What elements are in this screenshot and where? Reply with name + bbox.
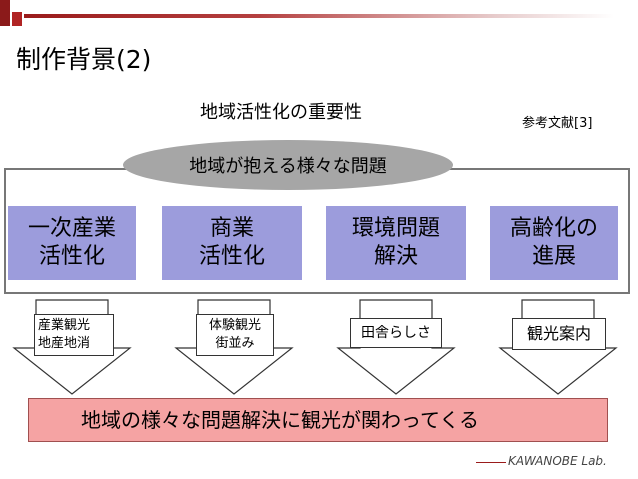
tourism-item-guide: 観光案内 bbox=[512, 318, 606, 350]
problem-line2: 進展 bbox=[531, 244, 576, 269]
problem-line1: 一次産業 bbox=[27, 216, 116, 241]
problem-box-commerce: 商業 活性化 bbox=[162, 206, 302, 280]
tourism-line1: 産業観光 bbox=[38, 318, 91, 333]
problem-line2: 活性化 bbox=[38, 244, 105, 269]
footer-lab-name: KAWANOBE Lab. bbox=[508, 454, 607, 468]
problems-header: 地域が抱える様々な問題 bbox=[189, 156, 387, 177]
header-accent-block bbox=[0, 0, 10, 26]
header-accent-block-small bbox=[12, 12, 22, 26]
reference-note: 参考文献[3] bbox=[522, 116, 593, 131]
problem-line1: 商業 bbox=[209, 216, 254, 241]
tourism-line1: 田舎らしさ bbox=[361, 325, 431, 341]
tourism-line2: 地産地消 bbox=[38, 336, 91, 351]
problem-box-environment: 環境問題 解決 bbox=[326, 206, 466, 280]
problem-line1: 高齢化の bbox=[509, 216, 598, 241]
tourism-item-rural: 田舎らしさ bbox=[350, 318, 442, 348]
problem-line1: 環境問題 bbox=[351, 216, 440, 241]
tourism-line2: 街並み bbox=[215, 336, 255, 351]
tourism-line1: 観光案内 bbox=[526, 324, 591, 343]
conclusion-banner: 地域の様々な問題解決に観光が関わってくる bbox=[28, 398, 608, 442]
problem-line2: 活性化 bbox=[198, 244, 265, 269]
problem-line2: 解決 bbox=[373, 244, 418, 269]
tourism-item-industry: 産業観光 地産地消 bbox=[34, 314, 114, 356]
slide-subtitle: 地域活性化の重要性 bbox=[200, 102, 362, 123]
problems-ellipse bbox=[123, 140, 453, 190]
problem-box-primary-industry: 一次産業 活性化 bbox=[8, 206, 136, 280]
tourism-line1: 体験観光 bbox=[208, 318, 261, 333]
problem-box-aging: 高齢化の 進展 bbox=[490, 206, 618, 280]
slide-title: 制作背景(2) bbox=[16, 45, 152, 74]
header-gradient-rule bbox=[24, 14, 614, 18]
footer-rule bbox=[476, 462, 506, 463]
tourism-item-experience: 体験観光 街並み bbox=[196, 314, 274, 356]
